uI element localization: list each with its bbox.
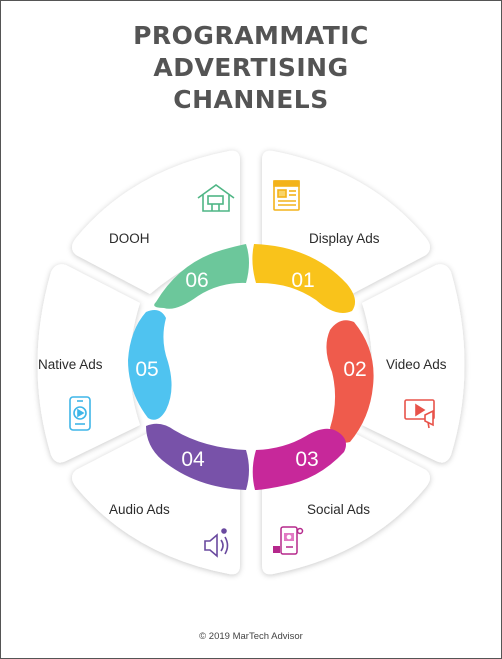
page-title: PROGRAMMATIC ADVERTISING CHANNELS [0,20,502,116]
petal-video-ads [362,264,465,463]
ring-segment-01 [252,244,356,313]
ring-segment-04 [146,423,249,490]
display-ad-icon [273,180,300,211]
title-line-3: CHANNELS [173,85,329,114]
number-05: 05 [135,358,158,381]
petal-native-ads [37,264,140,463]
audio-ad-icon [204,528,229,558]
label-video-ads: Video Ads [386,357,447,372]
number-01: 01 [291,269,314,292]
dooh-icon [197,184,235,212]
title-line-1: PROGRAMMATIC [133,21,369,50]
label-social-ads: Social Ads [307,502,370,517]
video-ad-icon [404,399,435,429]
label-audio-ads: Audio Ads [109,502,170,517]
native-ad-icon [69,396,91,431]
title-line-2: ADVERTISING [153,53,349,82]
petal-layer [37,150,465,575]
ring-segment-03 [252,428,346,490]
label-native-ads: Native Ads [38,357,103,372]
ring-segment-05 [128,310,172,420]
ring-layer [128,244,374,490]
petal-dooh [72,150,240,294]
number-06: 06 [185,269,208,292]
number-04: 04 [181,448,205,471]
social-ad-icon [273,526,304,555]
number-03: 03 [295,448,318,471]
ring-segment-02 [326,320,374,443]
label-display-ads: Display Ads [309,231,380,246]
copyright-footer: © 2019 MarTech Advisor [199,631,303,642]
label-dooh: DOOH [109,231,150,246]
number-02: 02 [343,358,366,381]
ring-segment-06 [154,244,249,309]
